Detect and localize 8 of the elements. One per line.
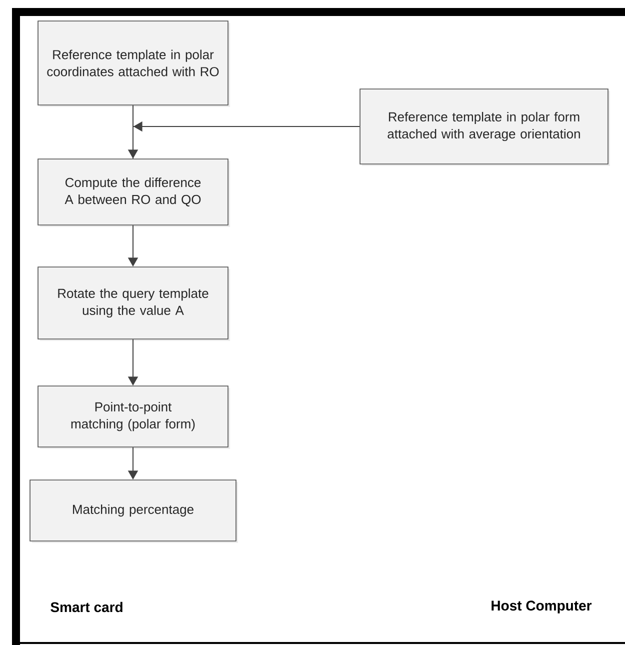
- process-box: Reference template in polar form attached with average orientation: [360, 88, 610, 166]
- panel-label: Host Computer: [492, 600, 592, 614]
- process-box: Rotate the query template using the value A: [38, 266, 230, 341]
- process-box: Matching percentage: [30, 480, 238, 543]
- panel-label: Smart card: [50, 602, 122, 612]
- process-box: Reference template in polar coordinates attached with RO: [38, 20, 230, 107]
- process-box: Compute the difference A between RO and QO: [38, 158, 230, 227]
- process-box: Point-to-point matching (polar form): [38, 386, 230, 449]
